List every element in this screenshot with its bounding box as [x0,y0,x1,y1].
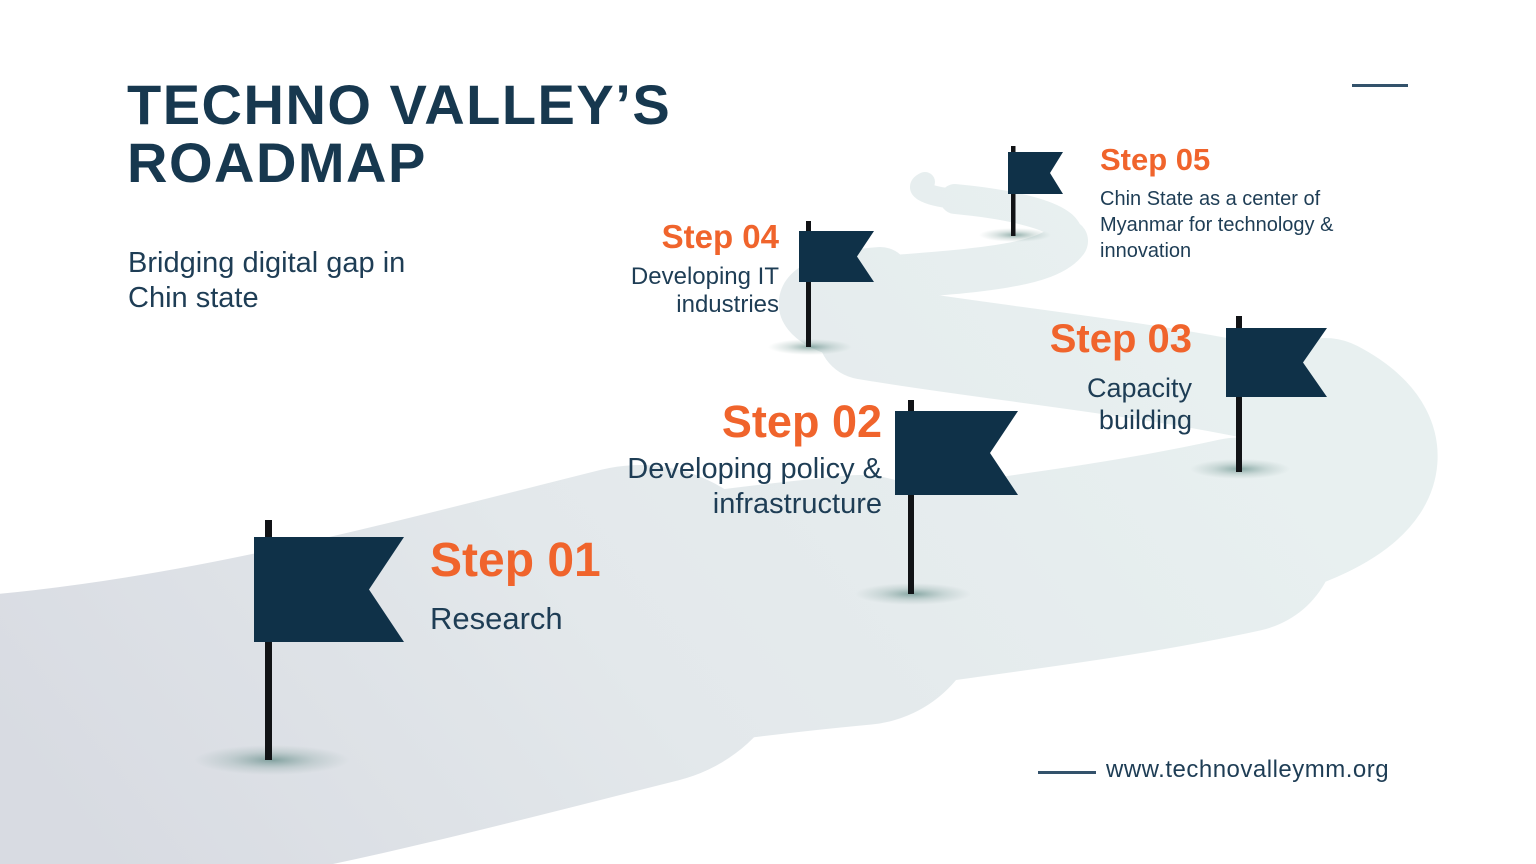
flag-icon-step-05 [1008,146,1063,236]
flag-icon-step-02 [895,400,1018,594]
step-02-description: Developing policy & infrastructure [627,453,882,521]
step-02-label: Step 02 [721,396,882,447]
step-01-description: Research [430,601,563,637]
flag-icon-step-03 [1226,316,1327,472]
step-03-block: Step 03 Capacity building [972,318,1192,437]
page-subtitle: Bridging digital gap in Chin state [128,247,406,315]
step-01-block: Step 01 Research [430,534,601,638]
step-03-label: Step 03 [1049,317,1192,361]
step-03-description: Capacity building [1086,373,1192,436]
website-url: www.technovalleymm.org [1106,756,1390,783]
step-01-label: Step 01 [430,534,601,587]
page-title-line2: ROADMAP [127,130,427,194]
step-04-block: Step 04 Developing IT industries [559,218,779,320]
step-05-description: Chin State as a center of Myanmar for te… [1100,187,1334,263]
step-05-block: Step 05 Chin State as a center of Myanma… [1100,142,1360,265]
step-02-block: Step 02 Developing policy & infrastructu… [562,398,882,522]
step-04-description: Developing IT industries [630,262,779,319]
page-title: TECHNO VALLEY’S ROADMAP [127,76,671,191]
flag-icon-step-04 [799,221,874,347]
footer-divider [1038,771,1096,774]
step-05-label: Step 05 [1100,142,1211,177]
step-04-label: Step 04 [661,218,779,255]
flag-icon-step-01 [254,520,404,760]
page-title-line1: TECHNO VALLEY’S [127,73,672,136]
top-right-divider [1352,84,1408,87]
